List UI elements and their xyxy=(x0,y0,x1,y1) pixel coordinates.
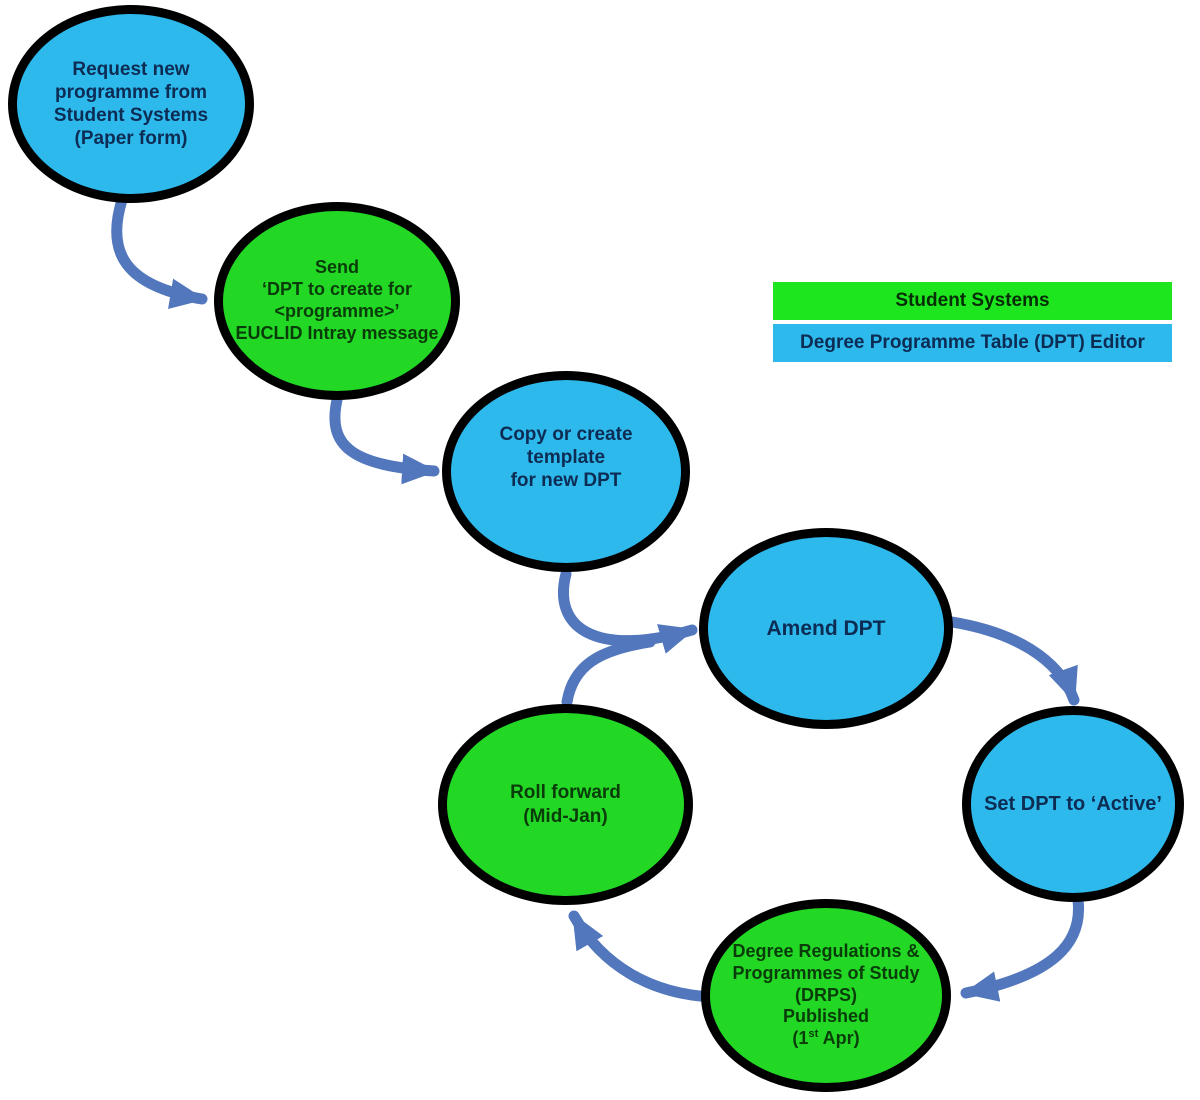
arrow-request-to-send xyxy=(111,194,208,309)
node-set-dpt-active: Set DPT to ‘Active’ xyxy=(962,706,1184,902)
node-drps-published-label: Degree Regulations &Programmes of Study(… xyxy=(732,940,920,1049)
node-copy-or-create-template-label: Copy or create template for new DPT xyxy=(499,423,633,492)
arrow-send-to-copy xyxy=(329,394,440,485)
arrow-rollforward-to-amend xyxy=(561,636,656,708)
node-request-new-programme-label: Request new programme from Student Syste… xyxy=(53,58,209,150)
legend-student-systems-label: Student Systems xyxy=(895,290,1050,311)
node-roll-forward: Roll forward (Mid-Jan) xyxy=(438,704,693,905)
legend: Student Systems Degree Programme Table (… xyxy=(773,282,1172,362)
legend-dpt-editor: Degree Programme Table (DPT) Editor xyxy=(773,324,1172,362)
arrow-amend-to-setactive xyxy=(946,616,1080,706)
legend-student-systems: Student Systems xyxy=(773,282,1172,320)
node-send-intray-message-label: Send ‘DPT to create for <programme>’ EUC… xyxy=(235,257,439,343)
arrow-setactive-to-drps xyxy=(960,894,1085,1002)
arrow-drps-to-rollforward xyxy=(568,910,718,1003)
node-drps-published: Degree Regulations &Programmes of Study(… xyxy=(701,899,951,1092)
node-amend-dpt: Amend DPT xyxy=(699,528,953,729)
arrow-copy-to-amend xyxy=(557,568,698,654)
node-amend-dpt-label: Amend DPT xyxy=(766,616,886,640)
node-request-new-programme: Request new programme from Student Syste… xyxy=(8,5,254,203)
node-copy-or-create-template: Copy or create template for new DPT xyxy=(442,371,690,572)
legend-dpt-editor-label: Degree Programme Table (DPT) Editor xyxy=(800,332,1145,353)
node-roll-forward-label: Roll forward (Mid-Jan) xyxy=(510,782,621,827)
node-set-dpt-active-label: Set DPT to ‘Active’ xyxy=(984,792,1162,815)
node-send-intray-message: Send ‘DPT to create for <programme>’ EUC… xyxy=(214,202,460,400)
